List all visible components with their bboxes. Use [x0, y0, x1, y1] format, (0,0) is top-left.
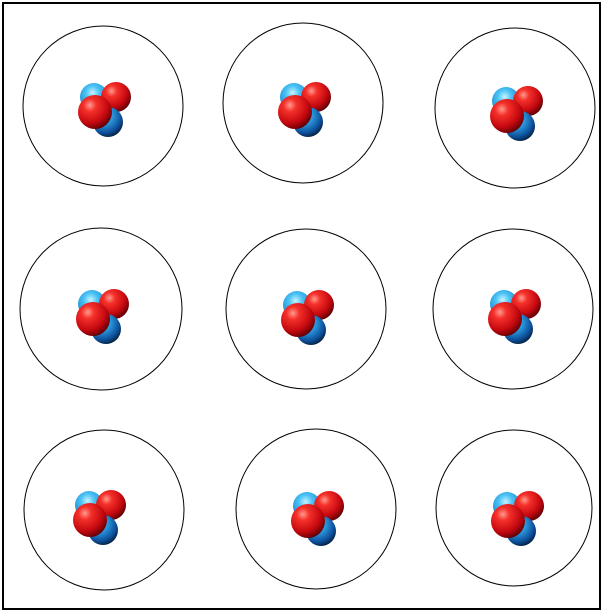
proton: [490, 99, 524, 133]
proton: [78, 95, 112, 129]
proton: [73, 503, 107, 537]
proton: [491, 504, 525, 538]
proton: [488, 302, 522, 336]
proton: [281, 303, 315, 337]
proton: [291, 504, 325, 538]
proton: [76, 302, 110, 336]
proton: [278, 95, 312, 129]
